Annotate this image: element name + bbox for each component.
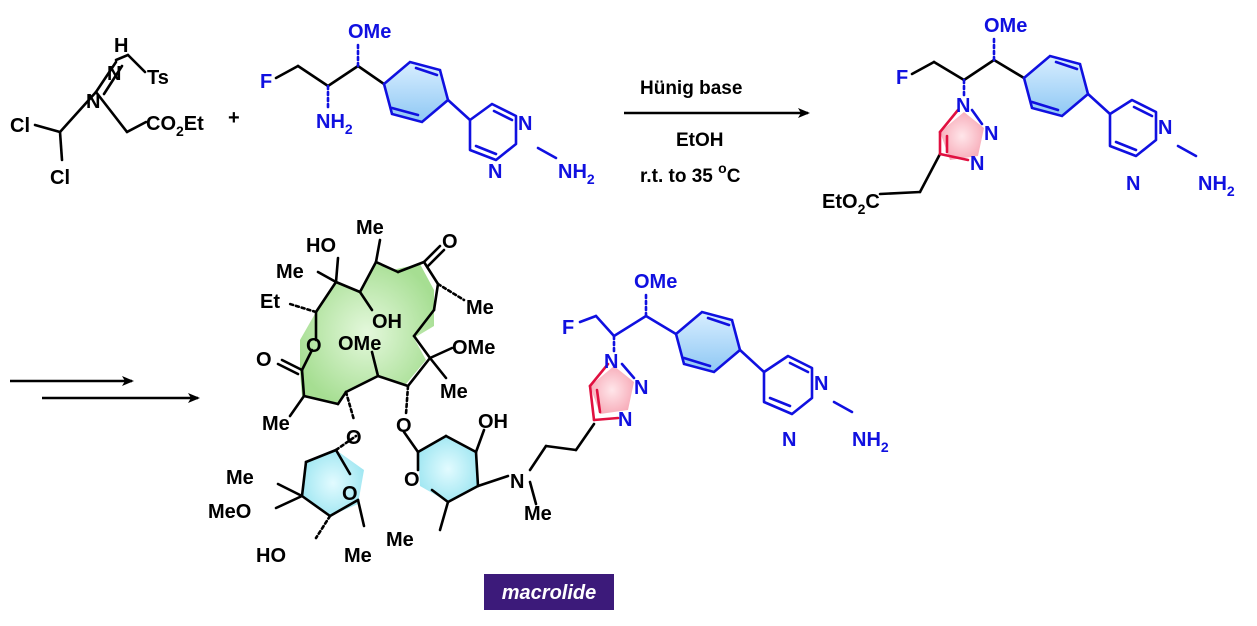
macrocycle-bonds xyxy=(276,238,466,422)
product-pyr-nh2: NH2 xyxy=(1198,173,1235,199)
macro-me-lower: Me xyxy=(262,413,290,435)
hydrazone-n-top: N xyxy=(107,63,121,85)
product-ome: OMe xyxy=(984,15,1027,37)
macro-n-amine: N xyxy=(510,471,524,493)
macro-oh-sugar: OH xyxy=(478,411,508,433)
hydrazone-cl-left: Cl xyxy=(10,115,30,137)
side-n1: N xyxy=(604,351,618,373)
macro-oh: OH xyxy=(372,311,402,333)
macro-o-ring: O xyxy=(306,335,322,357)
hydrazone-ts: Ts xyxy=(147,67,169,89)
side-pyr-nh2: NH2 xyxy=(852,429,889,455)
side-n2: N xyxy=(634,377,648,399)
amine-ome: OMe xyxy=(348,21,391,43)
side-triazole-ring xyxy=(590,366,634,414)
product-black-bonds xyxy=(878,58,1026,196)
product-triazole-bonds xyxy=(938,108,970,162)
macro-ome-inner: OMe xyxy=(338,333,381,355)
product-n2: N xyxy=(984,123,998,145)
macro-ho-sugar: HO xyxy=(256,545,286,567)
side-aryl-bonds xyxy=(682,316,854,416)
hydrazone-ester: CO2Et xyxy=(146,113,204,139)
macro-o-lactone: O xyxy=(256,349,272,371)
product-n3: N xyxy=(970,153,984,175)
macro-o-link2: O xyxy=(396,415,412,437)
macrolide-structure: HO Me O Me Et OH Me O O OMe OMe Me Me O … xyxy=(208,217,889,567)
product-pyr-n1: N xyxy=(1158,117,1172,139)
side-pyr-n2: N xyxy=(782,429,796,451)
amine-nh2: NH2 xyxy=(316,111,353,137)
macro-me-left: Me xyxy=(276,261,304,283)
macro-o-sugar-left: O xyxy=(342,483,358,505)
product-f: F xyxy=(896,67,908,89)
left-sugar-bonds xyxy=(274,434,366,540)
hydrazone-nh-h: H xyxy=(114,35,128,57)
amine-aryl-bonds xyxy=(390,66,558,162)
side-n3: N xyxy=(618,409,632,431)
reaction-conditions: Hünig base EtOH r.t. to 35 oC xyxy=(624,78,810,187)
product-aryl-bonds xyxy=(1030,60,1198,158)
macrocycle-fill xyxy=(300,262,434,404)
macro-ho: HO xyxy=(306,235,336,257)
product-blue-bonds xyxy=(962,36,996,98)
side-f: F xyxy=(562,317,574,339)
right-sugar-bonds xyxy=(402,422,596,532)
macro-me-sugar-left-bottom: Me xyxy=(344,545,372,567)
macro-me-top: Me xyxy=(356,217,384,239)
macro-me-n: Me xyxy=(524,503,552,525)
side-chain-blue-bonds xyxy=(578,290,678,380)
product-triazole: OMe F N N N EtO2C N N NH2 xyxy=(822,15,1235,217)
conditions-line1: Hünig base xyxy=(640,78,742,99)
macro-o-link1: O xyxy=(346,427,362,449)
product-phenyl-ring xyxy=(1022,54,1090,118)
amine-pyr-n2: N xyxy=(488,161,502,183)
macro-et: Et xyxy=(260,291,280,313)
multistep-arrows xyxy=(10,376,200,403)
macro-o-sugar-right: O xyxy=(404,469,420,491)
hydrazone-n-imine: N xyxy=(86,91,100,113)
macrolide-badge-label: macrolide xyxy=(502,582,596,604)
macro-me-sugar-left: Me xyxy=(226,467,254,489)
side-triazole-bonds xyxy=(588,362,620,422)
right-sugar-ring xyxy=(418,436,478,502)
product-triazole-n-bonds xyxy=(970,108,984,126)
side-phenyl-ring xyxy=(674,310,742,374)
conditions-line2: EtOH xyxy=(676,130,724,151)
product-ester: EtO2C xyxy=(822,191,880,217)
amine-pyr-n1: N xyxy=(518,113,532,135)
hydrazone-cl-bottom: Cl xyxy=(50,167,70,189)
macrolide-badge-bg xyxy=(484,574,614,610)
macro-meo: MeO xyxy=(208,501,251,523)
macro-ome-right: OMe xyxy=(452,337,495,359)
product-triazole-ring xyxy=(940,112,984,160)
conditions-line3: r.t. to 35 oC xyxy=(640,160,741,187)
plus-sign: + xyxy=(228,107,240,129)
side-ome: OMe xyxy=(634,271,677,293)
amine-blue-bonds xyxy=(326,42,360,110)
amine-f: F xyxy=(260,71,272,93)
amine-pyr-nh2: NH2 xyxy=(558,161,595,187)
side-pyr-n1: N xyxy=(814,373,828,395)
amine-phenyl-ring xyxy=(382,60,450,124)
reactant-amine: OMe F NH2 N N NH2 xyxy=(260,21,595,187)
left-sugar-ring xyxy=(302,450,364,516)
macro-me-quat: Me xyxy=(440,381,468,403)
product-pyr-n2: N xyxy=(1126,173,1140,195)
macro-o-ketone: O xyxy=(442,231,458,253)
macro-me-right: Me xyxy=(466,297,494,319)
hydrazone-bonds xyxy=(33,53,148,162)
macrolide-badge: macrolide xyxy=(484,574,614,610)
product-n1: N xyxy=(956,95,970,117)
amine-black-bonds xyxy=(274,64,386,88)
reactant-hydrazone: H N Ts N Cl Cl CO2Et xyxy=(10,35,204,189)
macro-me-sugar-right: Me xyxy=(386,529,414,551)
